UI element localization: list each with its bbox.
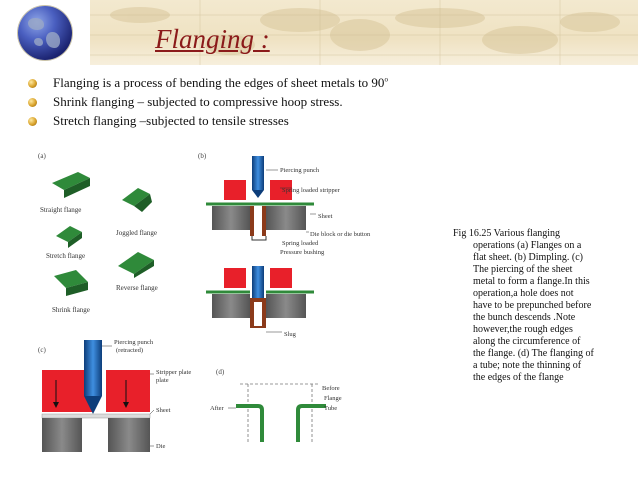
bullet-list: Flanging is a process of bending the edg… <box>28 74 388 131</box>
caption-line: along the circumference of <box>473 336 581 347</box>
joggled-flange-shape <box>122 188 152 212</box>
bullet-text: Flanging is a process of bending the edg… <box>53 75 385 90</box>
stripper-plate-label: Stripper plate <box>156 369 191 376</box>
flange-label: Flange <box>324 395 342 402</box>
caption-line: the bunch descends .Note <box>473 312 576 323</box>
straight-flange-label: Straight flange <box>40 206 81 214</box>
shrink-flange-label: Shrink flange <box>52 306 90 314</box>
callout-lines-b <box>266 169 316 233</box>
dimpling-press-upper <box>206 156 314 241</box>
caption-line: metal to form a flange.In this <box>473 276 590 287</box>
panel-c-label: (c) <box>38 346 46 354</box>
piercing-punch-c-label: Piercing punch <box>114 339 154 346</box>
slug-label: Slug <box>284 331 297 338</box>
stretch-flange-label: Stretch flange <box>46 252 85 260</box>
reverse-flange-shape <box>118 252 154 278</box>
sheet-label: Sheet <box>318 213 333 220</box>
caption-line: the flange. (d) The flanging of <box>473 348 594 359</box>
sheet-c-label: Sheet <box>156 407 171 414</box>
tube-label: Tube <box>324 405 337 412</box>
piercing-punch-label: Piercing punch <box>280 167 320 174</box>
joggled-flange-label: Joggled flange <box>116 229 157 237</box>
callout-lines-c <box>102 345 155 447</box>
caption-line: The piercing of the sheet <box>473 264 573 275</box>
caption-first-line: Fig 16.25 Various flanging <box>453 228 561 239</box>
before-label: Before <box>322 385 340 392</box>
bullet-text: Stretch flanging –subjected to tensile s… <box>53 113 289 128</box>
piercing-press <box>41 340 151 452</box>
panel-a-label: (a) <box>38 152 46 160</box>
shrink-flange-shape <box>54 270 88 296</box>
globe-icon <box>18 6 72 60</box>
stretch-flange-shape <box>56 226 82 248</box>
straight-flange-shape <box>52 172 90 198</box>
panel-d-label: (d) <box>216 368 225 376</box>
caption-line: the edges of the flange <box>473 372 564 383</box>
bullet-text: Shrink flanging – subjected to compressi… <box>53 94 343 109</box>
stripper-plate-label-2: plate <box>156 377 169 384</box>
caption-line: flat sheet. (b) Dimpling. (c) <box>473 252 583 263</box>
pressure-bushing-label: Pressure bushing <box>280 249 325 256</box>
degree-superscript: o <box>384 75 388 84</box>
tube-flanging-diagram <box>236 383 326 442</box>
caption-line: operation,a hole does not <box>473 288 574 299</box>
slide-title: Flanging : <box>155 24 270 54</box>
after-label: After <box>210 405 225 412</box>
spring-stripper-label: Spring loaded stripper <box>282 187 341 194</box>
dimpling-press-lower <box>206 266 314 328</box>
panel-b-label: (b) <box>198 152 207 160</box>
bullet-icon <box>28 78 37 88</box>
bullet-item: Stretch flanging –subjected to tensile s… <box>28 112 388 130</box>
caption-line: operations (a) Flanges on a <box>473 240 582 251</box>
caption-body: operations (a) Flanges on a flat sheet. … <box>453 240 618 384</box>
die-block-label: Die block or die button <box>310 231 371 238</box>
bullet-item: Shrink flanging – subjected to compressi… <box>28 93 388 111</box>
bullet-item: Flanging is a process of bending the edg… <box>28 74 388 92</box>
world-map-background <box>90 0 638 65</box>
caption-line: however,the rough edges <box>473 324 573 335</box>
header-banner <box>0 0 638 65</box>
spring-loaded-label: Spring loaded <box>282 240 319 247</box>
retracted-label: (retracted) <box>116 347 143 354</box>
die-label: Die <box>156 443 166 450</box>
caption-line: a tube; note the thinning of <box>473 360 582 371</box>
caption-line: have to be prepunched before <box>473 300 592 311</box>
figure-caption: Fig 16.25 Various flanging operations (a… <box>453 228 618 384</box>
bullet-icon <box>28 116 37 126</box>
flanging-figure: (a) Straight flange Joggled flange Stret… <box>38 152 371 452</box>
bullet-icon <box>28 97 37 107</box>
reverse-flange-label: Reverse flange <box>116 284 158 292</box>
